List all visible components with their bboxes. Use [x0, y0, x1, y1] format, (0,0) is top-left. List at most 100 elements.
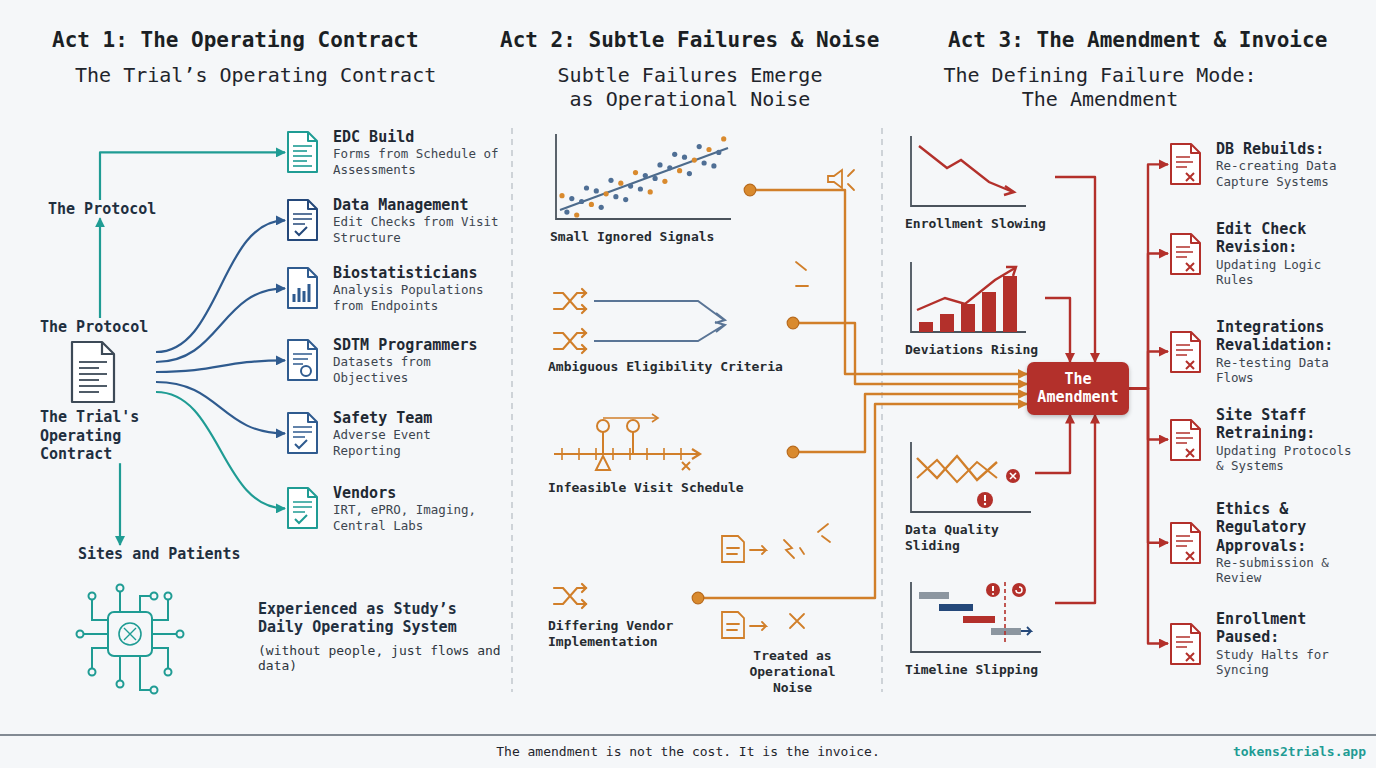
- signal-item: Differing Vendor Implementation: [548, 578, 698, 650]
- signal-item: Enrollment Slowing: [905, 132, 1055, 232]
- role-item: SDTM ProgrammersDatasets from Objectives: [285, 336, 500, 385]
- act-subheading: The Defining Failure Mode: The Amendment: [935, 63, 1265, 111]
- text-column: Ethics & Regulatory Approvals:Re-submiss…: [1216, 500, 1366, 585]
- document-icon: [1168, 418, 1204, 462]
- connector-arrow: [99, 218, 101, 318]
- connector-arrow: [156, 382, 285, 433]
- role-item: Data ManagementEdit Checks from Visit St…: [285, 196, 500, 245]
- role-item: VendorsIRT, ePRO, Imaging, Central Labs: [285, 484, 500, 533]
- signal-item: Infeasible Visit Schedule: [548, 412, 793, 496]
- item-title: Safety Team: [333, 409, 500, 427]
- consequence-item: Ethics & Regulatory Approvals:Re-submiss…: [1168, 500, 1366, 585]
- document-icon: [285, 266, 321, 310]
- text-column: SDTM ProgrammersDatasets from Objectives: [333, 336, 500, 385]
- item-description: Updating Protocols & Systems: [1216, 443, 1366, 474]
- act-separator: [511, 128, 512, 692]
- consequence-item: Enrollment Paused:Study Halts for Syncin…: [1168, 610, 1366, 677]
- signal-label: Infeasible Visit Schedule: [548, 480, 793, 496]
- signal-chart: [550, 130, 735, 225]
- text-column: DB Rebuilds:Re-creating Data Capture Sys…: [1216, 140, 1366, 189]
- item-title: Ethics & Regulatory Approvals:: [1216, 500, 1366, 555]
- text-column: Safety TeamAdverse Event Reporting: [333, 409, 500, 458]
- circuit-icon: [77, 585, 184, 694]
- role-item: BiostatisticiansAnalysis Populations fro…: [285, 264, 500, 313]
- operating-system-note: Experienced as Study’s Daily Operating S…: [258, 600, 503, 674]
- connector-arrow: [1055, 415, 1095, 603]
- item-description: Re-creating Data Capture Systems: [1216, 158, 1366, 189]
- noise-label: Treated as Operational Noise: [730, 648, 855, 696]
- document-icon: [285, 130, 321, 174]
- document-icon: [1168, 142, 1204, 186]
- connector-arrow: [1129, 164, 1168, 388]
- text-column: EDC BuildForms from Schedule of Assessme…: [333, 128, 500, 177]
- act-subheading: The Trial’s Operating Contract: [75, 63, 455, 87]
- act-heading: Act 3: The Amendment & Invoice: [948, 28, 1348, 54]
- protocol-document: The ProtocolThe Trial's Operating Contra…: [40, 318, 156, 463]
- item-description: Updating Logic Rules: [1216, 257, 1366, 288]
- item-title: EDC Build: [333, 128, 500, 146]
- signal-label: Data Quality Sliding: [905, 522, 1035, 554]
- item-title: DB Rebuilds:: [1216, 140, 1366, 158]
- connector-arrow: [793, 394, 1027, 452]
- signal-chart: [905, 578, 1045, 658]
- text-column: Enrollment Paused:Study Halts for Syncin…: [1216, 610, 1366, 677]
- role-item: Safety TeamAdverse Event Reporting: [285, 409, 500, 458]
- connector-arrow: [156, 392, 285, 508]
- amendment-label: The Amendment: [1033, 370, 1123, 407]
- act-heading: Act 2: Subtle Failures & Noise: [500, 28, 880, 54]
- document-icon: [1168, 622, 1204, 666]
- consequence-item: Integrations Revalidation:Re-testing Dat…: [1168, 318, 1366, 385]
- text-column: Data ManagementEdit Checks from Visit St…: [333, 196, 500, 245]
- signal-chart: [905, 438, 1035, 518]
- signal-item: Small Ignored Signals: [550, 130, 750, 245]
- document-icon: [285, 338, 321, 382]
- connector-arrow: [1129, 352, 1168, 389]
- act-separator: [881, 128, 882, 692]
- text-column: VendorsIRT, ePRO, Imaging, Central Labs: [333, 484, 500, 533]
- text-column: Edit Check Revision:Updating Logic Rules: [1216, 220, 1366, 287]
- signal-chart: [548, 412, 708, 476]
- signal-chart: [548, 283, 733, 355]
- text-column: Integrations Revalidation:Re-testing Dat…: [1216, 318, 1366, 385]
- consequence-item: Site Staff Retraining:Updating Protocols…: [1168, 406, 1366, 473]
- item-description: Re-testing Data Flows: [1216, 355, 1366, 386]
- signal-item: Data Quality Sliding: [905, 438, 1035, 554]
- node-heading: The Protocol: [40, 318, 156, 336]
- item-title: Integrations Revalidation:: [1216, 318, 1366, 355]
- document-icon: [1168, 521, 1204, 565]
- item-description: Re-submission & Review: [1216, 555, 1366, 586]
- signal-chart: [548, 578, 598, 614]
- connector-arrow: [156, 360, 285, 372]
- connector-arrow: [119, 463, 121, 545]
- site-url: tokens2trials.app: [1220, 744, 1366, 760]
- item-description: Edit Checks from Visit Structure: [333, 214, 500, 245]
- item-title: Vendors: [333, 484, 500, 502]
- text-column: BiostatisticiansAnalysis Populations fro…: [333, 264, 500, 313]
- signal-item: Deviations Rising: [905, 258, 1045, 358]
- node-label: The Protocol: [48, 200, 164, 218]
- document-icon: [1168, 232, 1204, 276]
- text-column: Site Staff Retraining:Updating Protocols…: [1216, 406, 1366, 473]
- document-icon: [285, 198, 321, 242]
- document-icon: [285, 411, 321, 455]
- signal-label: Timeline Slipping: [905, 662, 1055, 678]
- signal-chart: [905, 258, 1030, 338]
- connector-arrow: [156, 288, 285, 362]
- consequence-item: DB Rebuilds:Re-creating Data Capture Sys…: [1168, 140, 1366, 189]
- consequence-item: Edit Check Revision:Updating Logic Rules: [1168, 220, 1366, 287]
- signal-item: Ambiguous Eligibility Criteria: [548, 283, 793, 375]
- item-title: Data Management: [333, 196, 500, 214]
- item-title: Site Staff Retraining:: [1216, 406, 1366, 443]
- item-title: Enrollment Paused:: [1216, 610, 1366, 647]
- act-heading: Act 1: The Operating Contract: [52, 28, 432, 54]
- item-description: Datasets from Objectives: [333, 354, 500, 385]
- node-label: Sites and Patients: [78, 545, 248, 563]
- protocol-label: Sites and Patients: [78, 545, 248, 563]
- signal-label: Small Ignored Signals: [550, 229, 750, 245]
- item-description: Forms from Schedule of Assessments: [333, 146, 500, 177]
- connector-arrow: [1055, 177, 1095, 362]
- diagram-caption: The amendment is not the cost. It is the…: [338, 744, 1038, 760]
- signal-label: Differing Vendor Implementation: [548, 618, 698, 650]
